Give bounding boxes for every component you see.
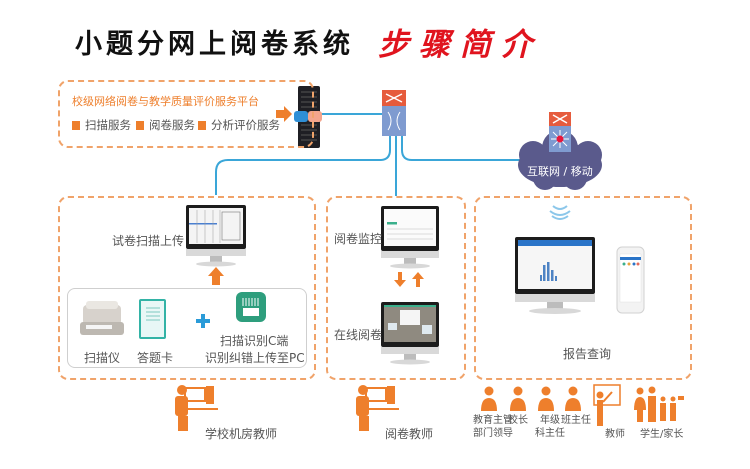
arrow-down-icon <box>394 272 406 287</box>
service-scan: 扫描服务 <box>72 117 131 133</box>
grade-director-icon <box>538 386 554 411</box>
report-query-label: 报告查询 <box>563 347 612 361</box>
answer-card-label: 答题卡 <box>137 351 174 365</box>
scan-upload-label: 试卷扫描上传 <box>112 234 185 248</box>
server-rack-icon <box>294 86 322 148</box>
service-analysis: 分析评价服务 <box>198 117 280 133</box>
computer-room-teacher-icon <box>175 385 218 431</box>
scan-client-app-icon <box>236 292 266 322</box>
marking-monitor-label: 阅卷监控 <box>334 232 383 246</box>
scan-panel <box>58 196 316 380</box>
scanner-label: 扫描仪 <box>84 351 121 365</box>
marking-panel <box>326 196 466 380</box>
page-title-highlight: 步骤简介 <box>378 27 542 63</box>
user-label-principal: 校长 <box>508 415 528 426</box>
scan-client-label-2: 识别纠错上传至PC <box>205 351 305 365</box>
service-marking: 阅卷服务 <box>136 117 195 133</box>
network-links <box>215 113 525 196</box>
bullet-square-icon <box>136 120 144 130</box>
scan-upload-monitor-icon <box>186 205 246 267</box>
switch-icon <box>382 90 406 136</box>
user-label-teacher: 教师 <box>605 429 625 440</box>
bullet-square-icon <box>198 120 206 130</box>
user-label-grade-director: 年级 科主任 <box>535 415 565 439</box>
platform-box <box>58 80 314 148</box>
bullet-square-icon <box>72 120 80 130</box>
marking-teacher-label: 阅卷教师 <box>385 427 434 441</box>
students-parents-icon <box>634 386 684 422</box>
scanner-icon <box>80 301 124 335</box>
report-chart-bars <box>540 262 557 281</box>
principal-icon <box>510 386 526 411</box>
teacher-board-icon <box>593 384 621 426</box>
report-monitor-icon <box>515 237 595 314</box>
user-label-students-parents: 学生/家长 <box>640 429 684 440</box>
plus-icon <box>196 314 210 328</box>
report-panel <box>474 196 692 380</box>
marking-teacher-icon <box>356 385 399 431</box>
wireless-signal-icon <box>549 205 571 220</box>
marking-monitor-icon <box>381 206 439 269</box>
switch-to-internet-link <box>401 136 525 161</box>
online-marking-label: 在线阅卷 <box>334 328 383 342</box>
computer-room-teacher-label: 学校机房教师 <box>205 427 278 441</box>
user-label-class-teacher: 班主任 <box>561 415 591 426</box>
education-leader-icon <box>481 386 497 411</box>
internet-mobile-label: 互联网 / 移动 <box>527 165 593 178</box>
user-label-education-leader: 教育主管 部门领导 <box>473 415 513 439</box>
switch-to-scan-link <box>215 136 391 195</box>
router-icon <box>549 112 571 152</box>
mobile-phone-icon <box>616 246 645 314</box>
arrow-up-icon <box>412 272 424 287</box>
answer-card-icon <box>139 299 166 339</box>
arrow-up-icon <box>208 267 224 285</box>
platform-title: 校级网络阅卷与教学质量评价服务平台 <box>72 95 259 108</box>
page-title: 小题分网上阅卷系统 <box>75 29 354 60</box>
arrow-right-icon <box>276 106 292 122</box>
scan-client-label-1: 扫描识别C端 <box>220 334 289 348</box>
class-teacher-icon <box>565 386 581 411</box>
scan-devices-box <box>67 288 307 368</box>
online-marking-monitor-icon <box>381 302 439 365</box>
